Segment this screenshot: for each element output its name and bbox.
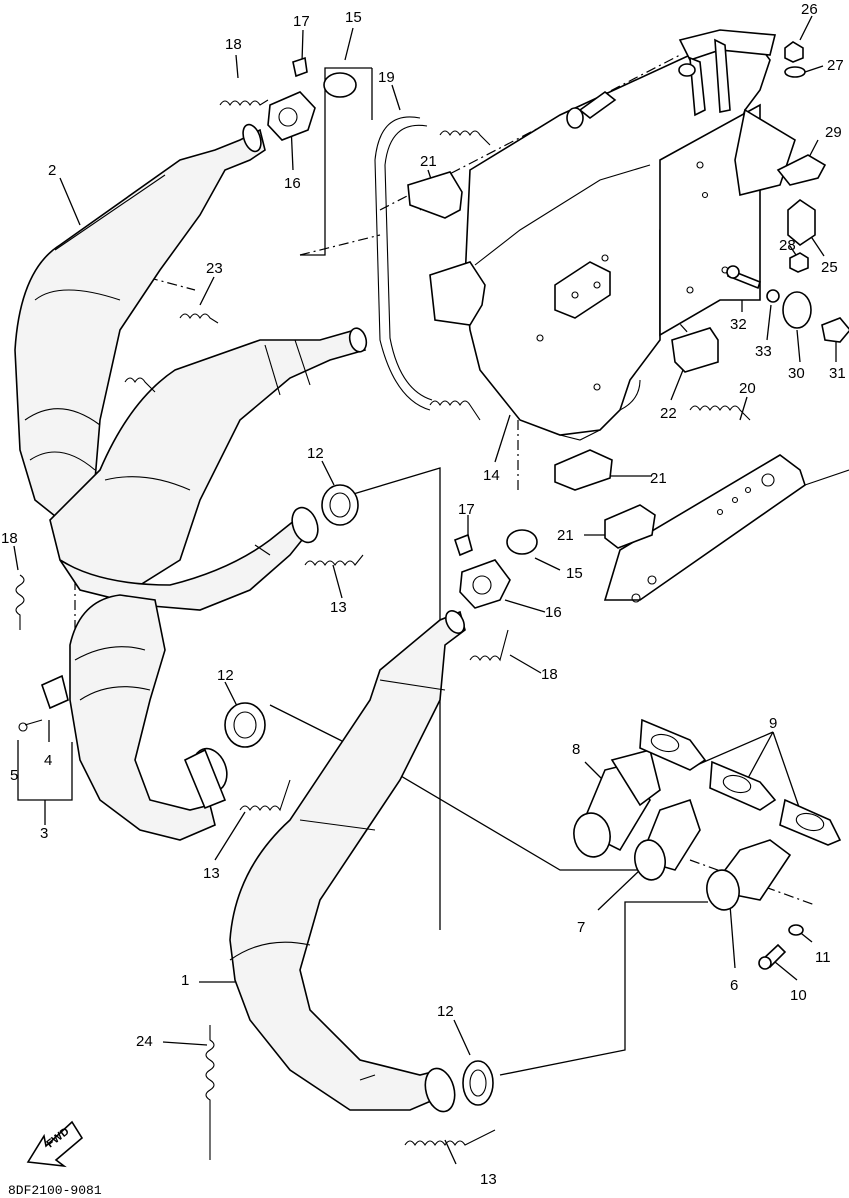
- callout-12: 12: [307, 445, 324, 462]
- callout-12: 12: [217, 667, 234, 684]
- callout-26: 26: [801, 1, 818, 18]
- exhaust-manifolds: [573, 749, 792, 911]
- callout-18: 18: [541, 666, 558, 683]
- callout-7: 7: [577, 919, 585, 936]
- left-muffler: [18, 594, 228, 841]
- callout-21: 21: [420, 153, 437, 170]
- subframe-bracket: [603, 454, 849, 603]
- callout-14: 14: [483, 467, 500, 484]
- callout-27: 27: [827, 57, 844, 74]
- callout-12: 12: [437, 1003, 454, 1020]
- callout-21: 21: [650, 470, 667, 487]
- callout-21: 21: [557, 527, 574, 544]
- callout-8: 8: [572, 741, 580, 758]
- breather-hose: [374, 116, 433, 411]
- callout-18: 18: [1, 530, 18, 547]
- callout-6: 6: [730, 977, 738, 994]
- callout-2: 2: [48, 162, 56, 179]
- callout-25: 25: [821, 259, 838, 276]
- springs: [15, 99, 751, 1160]
- upper-muffler: [14, 123, 368, 611]
- callout-28: 28: [779, 237, 796, 254]
- small-parts: [224, 41, 849, 1106]
- callout-3: 3: [40, 825, 48, 842]
- callout-30: 30: [788, 365, 805, 382]
- callout-16: 16: [284, 175, 301, 192]
- callout-17: 17: [293, 13, 310, 30]
- callout-15: 15: [345, 9, 362, 26]
- lower-muffler: [229, 610, 466, 1113]
- callout-24: 24: [136, 1033, 153, 1050]
- callout-31: 31: [829, 365, 846, 382]
- callout-11: 11: [815, 949, 831, 966]
- callout-13: 13: [203, 865, 220, 882]
- callout-5: 5: [10, 767, 18, 784]
- callout-9: 9: [769, 715, 777, 732]
- callout-4: 4: [44, 752, 52, 769]
- callout-19: 19: [378, 69, 395, 86]
- callout-13: 13: [330, 599, 347, 616]
- callout-1: 1: [181, 972, 189, 989]
- callout-17: 17: [458, 501, 475, 518]
- callout-10: 10: [790, 987, 807, 1004]
- fwd-arrow-icon: FWD: [26, 1120, 84, 1168]
- leader-lines: [13, 15, 837, 1165]
- callout-15: 15: [566, 565, 583, 582]
- callout-18: 18: [225, 36, 242, 53]
- oil-tank-assembly: [464, 29, 796, 441]
- callout-20: 20: [739, 380, 756, 397]
- document-code: 8DF2100-9081: [8, 1183, 102, 1198]
- callout-29: 29: [825, 124, 842, 141]
- callout-32: 32: [730, 316, 747, 333]
- gaskets: [639, 718, 842, 846]
- callout-13: 13: [480, 1171, 497, 1188]
- callout-22: 22: [660, 405, 677, 422]
- callout-16: 16: [545, 604, 562, 621]
- callout-33: 33: [755, 343, 772, 360]
- callout-23: 23: [206, 260, 223, 277]
